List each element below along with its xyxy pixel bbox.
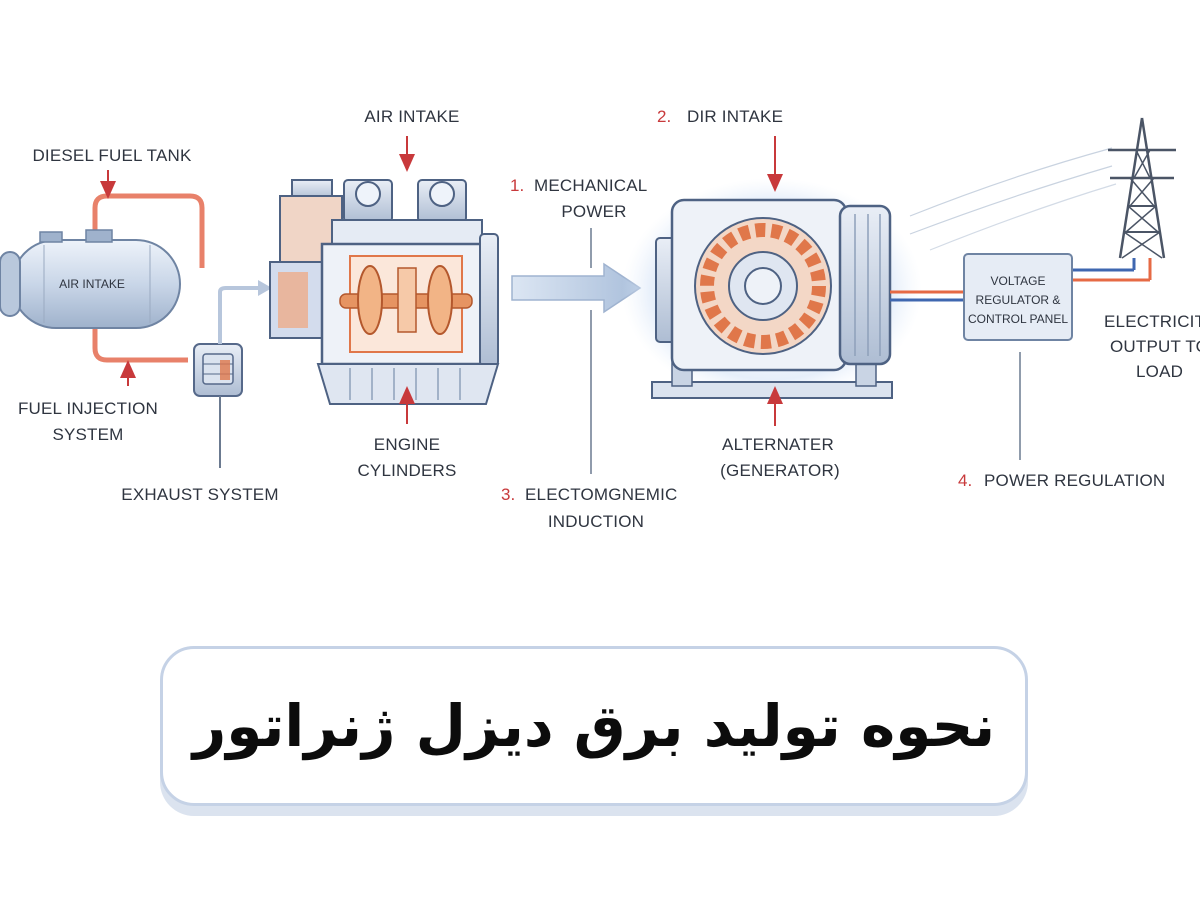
fuel-pump-icon [193, 280, 272, 468]
fuel-tank-icon [0, 193, 205, 363]
control-panel-icon [963, 253, 1073, 341]
page-title: نحوه تولید برق دیزل ژنراتور [192, 692, 996, 760]
electricity-output-label-line2: OUTPUT TO [1110, 337, 1200, 356]
tank-air-intake-label: AIR INTAKE [59, 277, 125, 291]
transmission-tower-icon [909, 117, 1176, 259]
title-banner: نحوه تولید برق دیزل ژنراتور [160, 646, 1028, 806]
engine-icon [269, 179, 500, 405]
engine-air-intake-label: AIR INTAKE [364, 107, 459, 126]
exhaust-system-label: EXHAUST SYSTEM [121, 485, 278, 504]
engine-cylinders-label-line2: CYLINDERS [357, 461, 456, 480]
alternator-icon [622, 178, 922, 402]
regulation-label: POWER REGULATION [984, 471, 1165, 490]
induction-label-line2: INDUCTION [548, 512, 644, 531]
mechanical-power-label-line1: MECHANICAL [534, 176, 647, 195]
power-cables [890, 258, 1152, 302]
fuel-injection-label-line1: FUEL INJECTION [18, 399, 158, 418]
induction-label-line1: ELECTOMGNEMIC [525, 485, 677, 504]
voltage-regulator-label-line1: VOLTAGE [991, 274, 1046, 288]
diesel-fuel-tank-label: DIESEL FUEL TANK [32, 146, 192, 165]
mechanical-power-arrow [511, 262, 642, 314]
voltage-regulator-label-line3: CONTROL PANEL [968, 312, 1068, 326]
regulation-number: 4. [958, 471, 972, 490]
electricity-output-label-line1: ELECTRICIT [1104, 312, 1200, 331]
dir-intake-label: DIR INTAKE [687, 107, 783, 126]
engine-cylinders-label-line1: ENGINE [374, 435, 440, 454]
electricity-output-label-line3: LOAD [1136, 362, 1183, 381]
dir-intake-number: 2. [657, 107, 671, 126]
alternator-label-line2: (GENERATOR) [720, 461, 840, 480]
fuel-injection-label-line2: SYSTEM [52, 425, 123, 444]
induction-number: 3. [501, 485, 515, 504]
alternator-label-line1: ALTERNATER [722, 435, 834, 454]
mechanical-power-label-line2: POWER [561, 202, 626, 221]
mechanical-power-number: 1. [510, 176, 524, 195]
voltage-regulator-label-line2: REGULATOR & [976, 293, 1061, 307]
